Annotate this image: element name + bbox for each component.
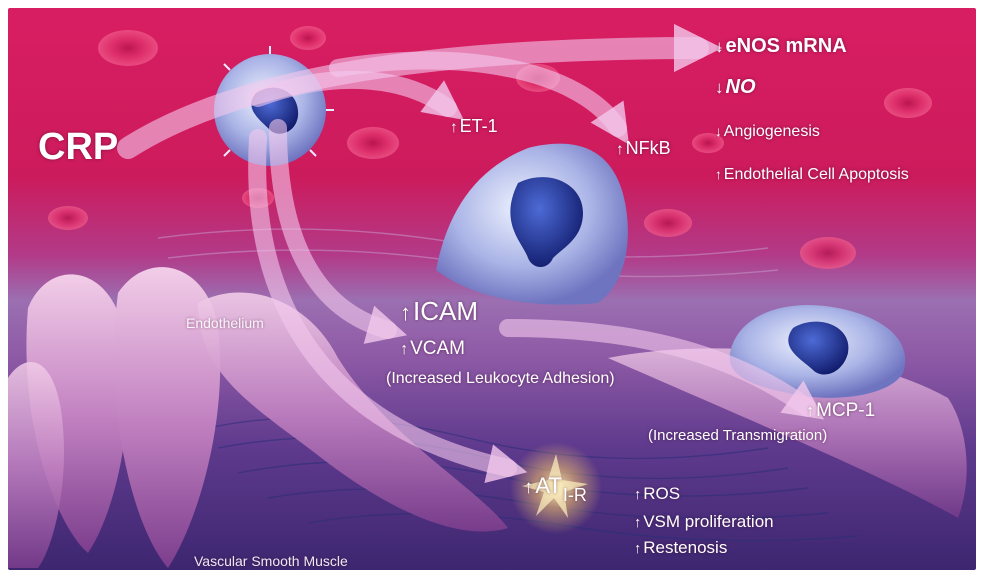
vsm-proliferation-label: ↑VSM proliferation (634, 512, 774, 532)
illustration-artwork (8, 8, 976, 570)
crp-pathway-illustration: CRP ↓eNOS mRNA ↓NO ↓Angiogenesis ↑Endoth… (8, 8, 976, 570)
vcam-text: VCAM (410, 338, 465, 359)
enos-mrna-text: eNOS mRNA (726, 35, 847, 57)
up-arrow-icon: ↑ (400, 340, 408, 358)
vascular-smooth-muscle-label: Vascular Smooth Muscle (194, 553, 348, 569)
icam-text: ICAM (413, 296, 478, 326)
at1r-main-text: AT (535, 473, 561, 498)
up-arrow-icon: ↑ (450, 119, 458, 136)
et1-text: ET-1 (460, 116, 498, 136)
at1r-label: ↑ATI-R (524, 473, 587, 499)
no-text: NO (726, 76, 756, 98)
up-arrow-icon: ↑ (634, 487, 641, 503)
apoptosis-text: Endothelial Cell Apoptosis (724, 166, 909, 183)
up-arrow-icon: ↑ (715, 167, 722, 182)
apoptosis-label: ↑Endothelial Cell Apoptosis (715, 166, 909, 184)
up-arrow-icon: ↑ (634, 515, 641, 531)
enos-mrna-label: ↓eNOS mRNA (715, 35, 847, 58)
ros-label: ↑ROS (634, 484, 680, 504)
angiogenesis-label: ↓Angiogenesis (715, 123, 820, 141)
endothelial-cell (436, 144, 628, 305)
up-arrow-icon: ↑ (806, 402, 814, 420)
vsm-proliferation-text: VSM proliferation (643, 512, 773, 531)
up-arrow-icon: ↑ (634, 541, 641, 557)
restenosis-text: Restenosis (643, 538, 727, 557)
no-label: ↓NO (715, 76, 756, 99)
icam-label: ↑ICAM (400, 296, 478, 327)
down-arrow-icon: ↓ (715, 78, 724, 97)
endothelium-label: Endothelium (186, 315, 264, 331)
up-arrow-icon: ↑ (616, 141, 624, 158)
nfkb-text: NFkB (626, 138, 671, 158)
transmigration-label: (Increased Transmigration) (648, 427, 827, 444)
up-arrow-icon: ↑ (524, 476, 533, 497)
vcam-label: ↑VCAM (400, 338, 465, 360)
crp-label: CRP (38, 126, 118, 169)
down-arrow-icon: ↓ (715, 124, 722, 139)
nfkb-label: ↑NFkB (616, 138, 671, 159)
mcp1-text: MCP-1 (816, 400, 875, 421)
leukocyte-adhesion-label: (Increased Leukocyte Adhesion) (386, 370, 615, 388)
angiogenesis-text: Angiogenesis (724, 123, 820, 140)
et1-label: ↑ET-1 (450, 116, 498, 137)
down-arrow-icon: ↓ (715, 37, 724, 56)
ros-text: ROS (643, 484, 680, 503)
up-arrow-icon: ↑ (400, 300, 411, 325)
at1r-subscript-text: I-R (563, 485, 587, 505)
mcp1-label: ↑MCP-1 (806, 400, 875, 422)
restenosis-label: ↑Restenosis (634, 538, 727, 558)
